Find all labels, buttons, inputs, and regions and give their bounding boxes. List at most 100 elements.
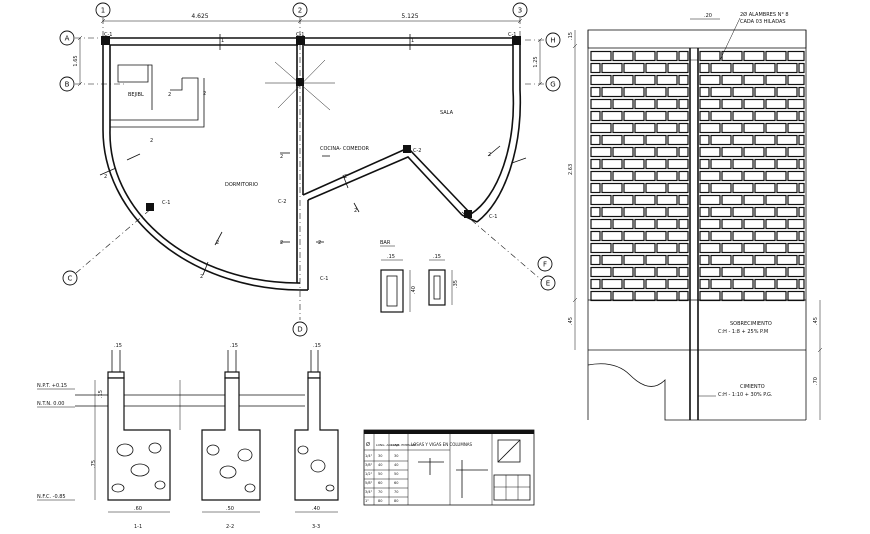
brick <box>732 110 754 122</box>
brick <box>787 170 805 182</box>
brick-field-right <box>699 50 805 302</box>
brick <box>634 146 656 158</box>
brick <box>678 98 689 110</box>
brick <box>634 50 656 62</box>
brick <box>590 134 601 146</box>
brick <box>623 134 645 146</box>
brick <box>743 74 765 86</box>
brick <box>612 218 634 230</box>
column-section-2: .15 .35 <box>428 254 459 306</box>
brick <box>743 290 765 302</box>
axis-bubble-c: C <box>62 270 78 286</box>
brick <box>798 182 805 194</box>
axis-bubble-d: D <box>292 321 308 337</box>
svg-text:.15: .15 <box>98 390 104 398</box>
svg-text:2: 2 <box>168 92 171 98</box>
svg-text:LONG. EMPALME: LONG. EMPALME <box>391 443 416 447</box>
svg-text:2: 2 <box>200 274 203 280</box>
brick <box>645 158 667 170</box>
brick <box>699 254 710 266</box>
brick <box>699 62 710 74</box>
brick <box>710 134 732 146</box>
brick <box>601 110 623 122</box>
brick <box>776 86 798 98</box>
svg-text:C-1: C-1 <box>320 276 328 282</box>
brick <box>590 278 601 290</box>
brick <box>590 50 612 62</box>
brick <box>678 170 689 182</box>
brick <box>787 194 805 206</box>
brick <box>754 134 776 146</box>
brick <box>590 182 601 194</box>
foundation-sections: N.P.T. +0.15 N.T.N. 0.00 N.F.C. -0.85 .1… <box>37 343 339 530</box>
brick <box>656 194 678 206</box>
brick <box>590 146 612 158</box>
svg-text:A: A <box>65 35 70 43</box>
svg-text:.70: .70 <box>813 377 819 385</box>
brick <box>798 62 805 74</box>
svg-text:2: 2 <box>354 208 357 214</box>
brick <box>623 206 645 218</box>
brick <box>667 158 689 170</box>
brick <box>787 242 805 254</box>
brick <box>645 134 667 146</box>
brick <box>601 206 623 218</box>
axis-bubble-g: G <box>545 76 561 92</box>
brick <box>732 206 754 218</box>
brick <box>776 62 798 74</box>
brick <box>645 230 667 242</box>
table-row: 5/8" 60 60 <box>365 481 398 485</box>
svg-text:3-3: 3-3 <box>312 524 320 530</box>
brick <box>721 146 743 158</box>
brick <box>787 290 805 302</box>
brick <box>754 254 776 266</box>
svg-text:1-1: 1-1 <box>134 524 142 530</box>
brick <box>612 50 634 62</box>
brick <box>699 122 721 134</box>
svg-text:3/8": 3/8" <box>365 463 373 467</box>
brick <box>612 194 634 206</box>
level-ntn: N.T.N. 0.00 <box>37 401 64 407</box>
axis-bubble-e: E <box>540 275 556 291</box>
brick <box>710 278 732 290</box>
brick <box>601 230 623 242</box>
svg-text:2: 2 <box>203 91 206 97</box>
brick <box>798 134 805 146</box>
brick <box>765 74 787 86</box>
brick <box>601 134 623 146</box>
svg-text:2: 2 <box>150 138 153 144</box>
brick <box>590 86 601 98</box>
brick <box>743 146 765 158</box>
svg-text:C-1: C-1 <box>162 200 170 206</box>
brick <box>590 194 612 206</box>
svg-text:B: B <box>65 81 70 89</box>
brick <box>634 290 656 302</box>
brick <box>754 86 776 98</box>
brick <box>667 230 689 242</box>
svg-text:C-1: C-1 <box>489 214 497 220</box>
brick <box>656 242 678 254</box>
brick <box>667 206 689 218</box>
brick <box>634 74 656 86</box>
svg-text:2: 2 <box>488 152 491 158</box>
brick <box>776 254 798 266</box>
brick <box>645 182 667 194</box>
brick <box>721 98 743 110</box>
column-details: BAR .15 .40 .15 .35 <box>380 240 459 313</box>
brick <box>732 62 754 74</box>
plan-dimensions: 4.625 5.125 1.65 1.25 <box>73 13 543 87</box>
svg-text:.75: .75 <box>91 460 97 468</box>
brick <box>732 158 754 170</box>
brick <box>699 86 710 98</box>
svg-text:BAR: BAR <box>380 240 391 246</box>
brick <box>776 158 798 170</box>
brick <box>667 278 689 290</box>
brick <box>601 278 623 290</box>
brick <box>699 182 710 194</box>
level-nfc: N.F.C. -0.85 <box>37 494 66 500</box>
brick <box>765 170 787 182</box>
brick <box>765 266 787 278</box>
brick <box>612 170 634 182</box>
svg-text:G: G <box>550 81 555 89</box>
brick <box>656 74 678 86</box>
